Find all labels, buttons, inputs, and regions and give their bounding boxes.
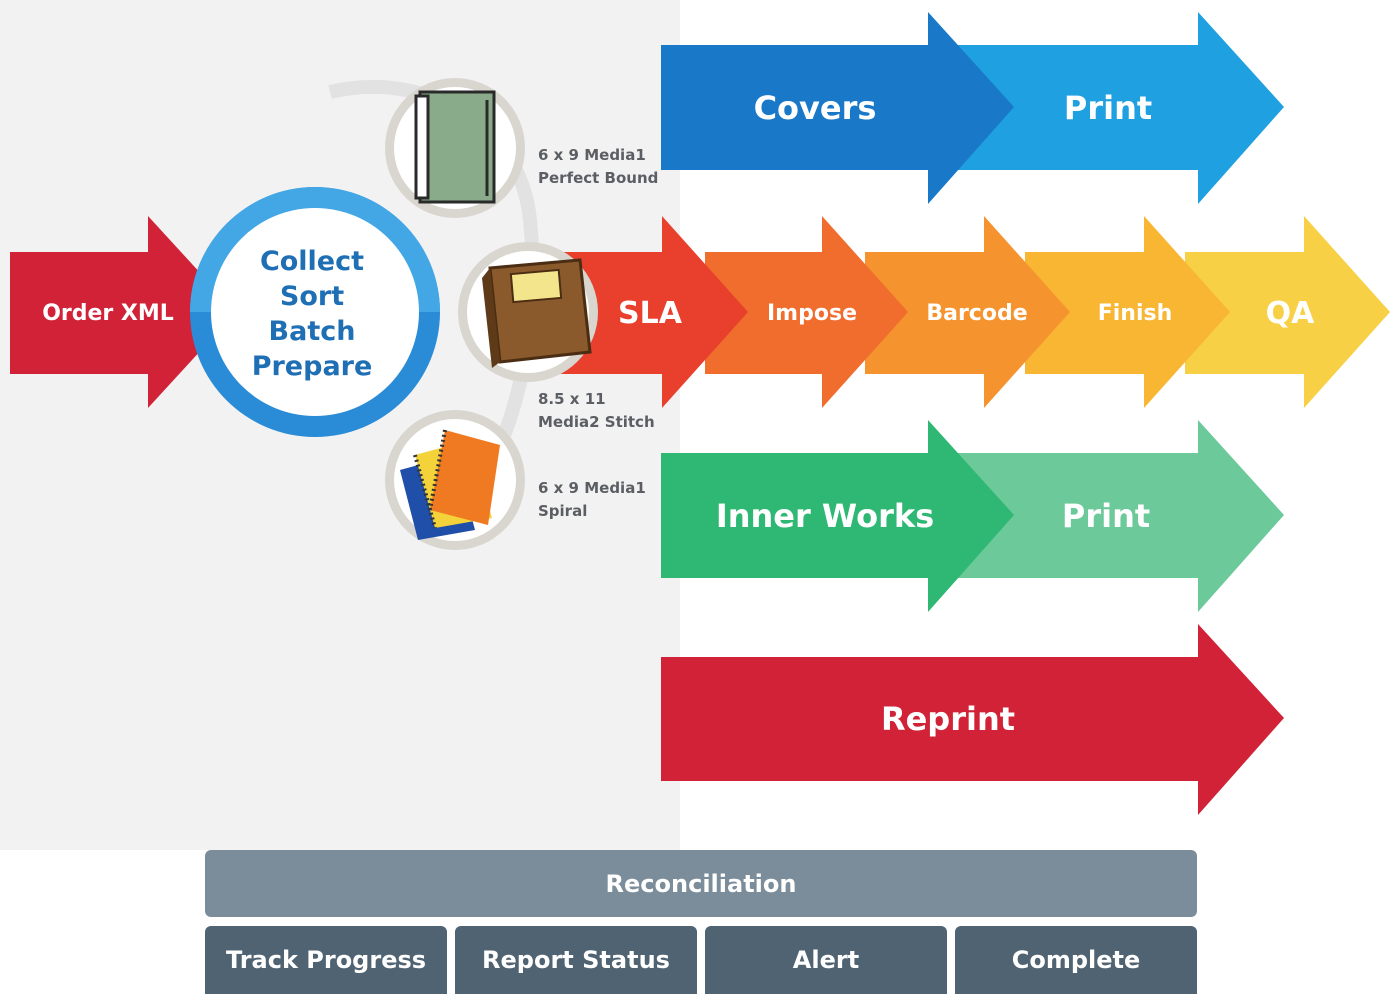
complete-box: Complete <box>955 926 1197 994</box>
media3-line1: 6 x 9 Media1 <box>538 479 646 497</box>
reprint-arrow <box>661 624 1284 815</box>
main-track: SLA Impose Barcode Finish QA <box>560 216 1390 408</box>
collect-hub: Collect Sort Batch Prepare <box>190 187 440 437</box>
impose-arrow <box>705 216 908 408</box>
finish-label: Finish <box>1098 301 1173 326</box>
inner-works-arrow <box>661 420 1014 612</box>
track-progress-box: Track Progress <box>205 926 447 994</box>
impose-label: Impose <box>767 301 857 326</box>
hub-line-sort: Sort <box>280 281 344 312</box>
covers-print-label: Print <box>1064 89 1152 127</box>
covers-label: Covers <box>754 89 877 127</box>
order-xml-arrow: Order XML <box>10 216 236 408</box>
barcode-arrow <box>865 216 1070 408</box>
green-book-icon <box>385 78 525 218</box>
covers-arrow <box>661 12 1014 204</box>
covers-track: Covers Print <box>661 12 1284 204</box>
sla-label: SLA <box>618 296 683 331</box>
reprint-track: Reprint <box>661 624 1284 815</box>
media2-line2: Media2 Stitch <box>538 413 655 431</box>
hub-line-collect: Collect <box>260 246 364 277</box>
brown-notebook-icon <box>458 242 598 382</box>
barcode-label: Barcode <box>926 301 1027 326</box>
qa-label: QA <box>1266 296 1316 331</box>
covers-print-arrow <box>950 12 1284 204</box>
inner-print-label: Print <box>1062 497 1150 535</box>
inner-works-track: Inner Works Print <box>661 420 1284 612</box>
reprint-label: Reprint <box>881 700 1015 738</box>
finish-arrow <box>1025 216 1230 408</box>
inner-works-label: Inner Works <box>716 497 934 535</box>
reconciliation-bar: Reconciliation <box>205 850 1197 917</box>
media1-line2: Perfect Bound <box>538 169 658 187</box>
sla-arrow <box>560 216 748 408</box>
inner-print-arrow <box>950 420 1284 612</box>
alert-box: Alert <box>705 926 947 994</box>
media1-line1: 6 x 9 Media1 <box>538 146 646 164</box>
hub-line-batch: Batch <box>269 316 356 347</box>
order-xml-label: Order XML <box>42 301 174 326</box>
spiral-notebooks-icon <box>385 410 525 550</box>
hub-line-prepare: Prepare <box>252 351 373 382</box>
qa-arrow <box>1185 216 1390 408</box>
media2-line1: 8.5 x 11 <box>538 390 606 408</box>
media3-line2: Spiral <box>538 502 587 520</box>
report-status-box: Report Status <box>455 926 697 994</box>
